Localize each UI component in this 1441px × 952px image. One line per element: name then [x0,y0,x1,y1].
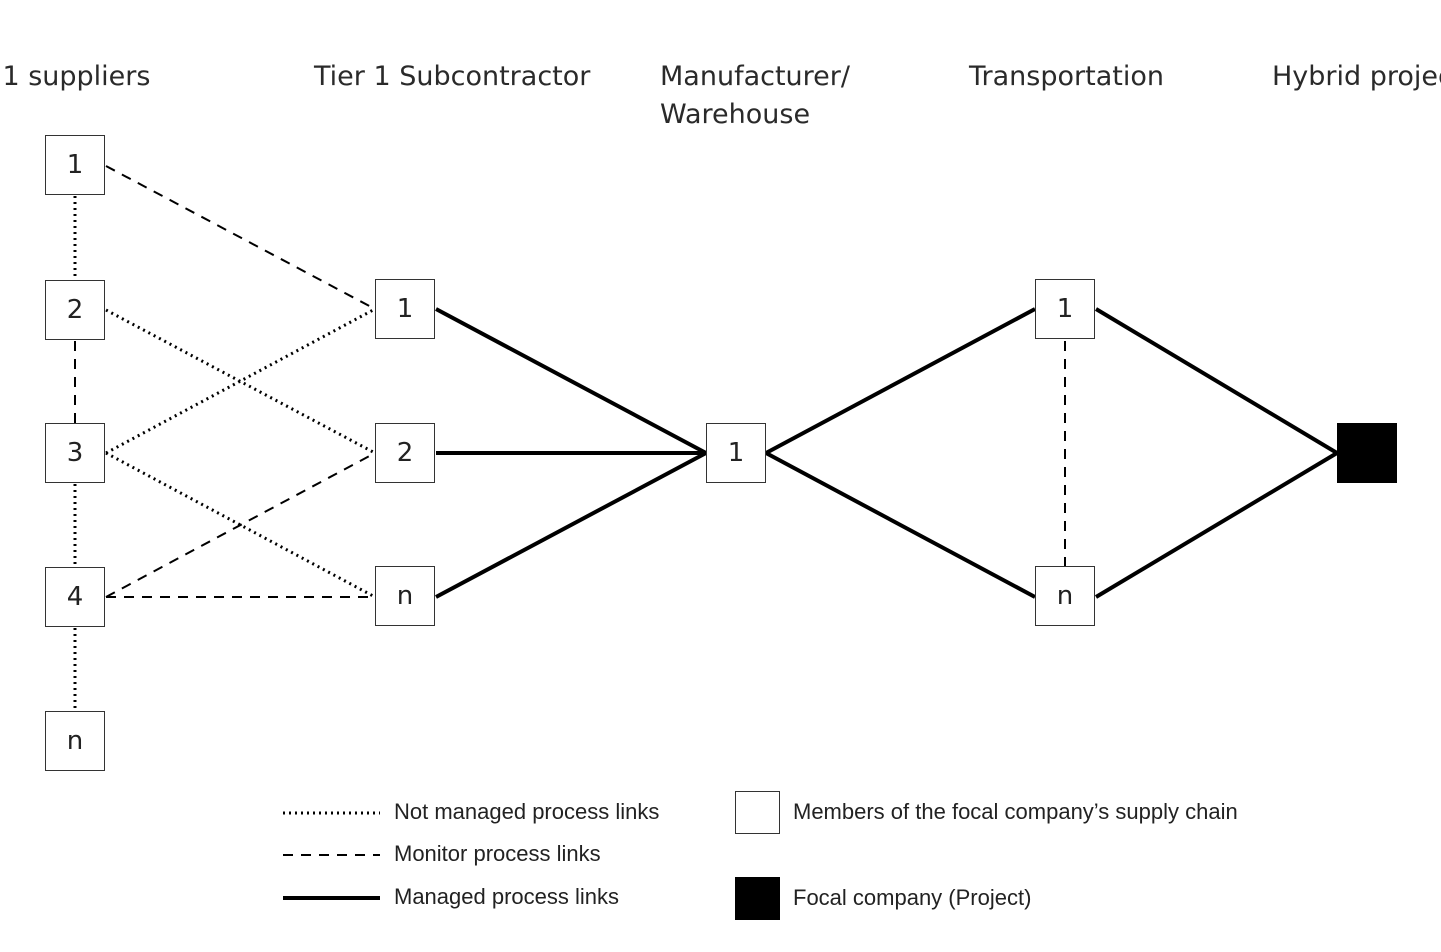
supplier-node-4: 4 [45,567,105,627]
column-title-hybrid-project: Hybrid project [1272,61,1441,92]
transportation-node-1: 1 [1035,279,1095,339]
column-title-manufacturer-line2: Warehouse [660,99,811,130]
legend-managed-label: Managed process links [394,884,620,909]
supplier-node-2: 2 [45,280,105,340]
link-s1-sub1-dashed [105,165,376,310]
link-subn-mfr-solid [435,451,707,599]
legend-member-box [735,791,780,834]
subcontractor-node-2: 2 [375,423,435,483]
column-title-tier1-suppliers: Tier 1 suppliers [0,61,151,92]
legend-not-managed-label: Not managed process links [394,799,660,824]
link-s2-sub2-dotted [105,308,376,455]
legend-focal-box [735,877,780,920]
supplier-node-3: 3 [45,423,105,483]
legend-monitor-label: Monitor process links [394,841,601,866]
legend-members-label: Members of the focal company’s supply ch… [793,799,1238,824]
column-title-transportation: Transportation [969,61,1164,92]
subcontractor-node-n: n [375,566,435,626]
link-mfr-transn-solid [765,451,1036,599]
transportation-node-n: n [1035,566,1095,626]
link-transn-focal-solid [1094,451,1339,599]
link-sub1-mfr-solid [435,307,707,455]
column-title-manufacturer-line1: Manufacturer/ [660,61,850,92]
link-s4-sub2-dashed [105,452,376,598]
subcontractor-node-1: 1 [375,279,435,339]
focal-company-node [1337,423,1397,483]
manufacturer-node-1: 1 [706,423,766,483]
link-trans1-focal-solid [1094,307,1339,455]
column-title-tier1-subcontractor: Tier 1 Subcontractor [314,61,591,92]
legend-focal-label: Focal company (Project) [793,885,1032,910]
supplier-node-1: 1 [45,135,105,195]
link-mfr-trans1-solid [765,307,1036,455]
supplier-node-n: n [45,711,105,771]
